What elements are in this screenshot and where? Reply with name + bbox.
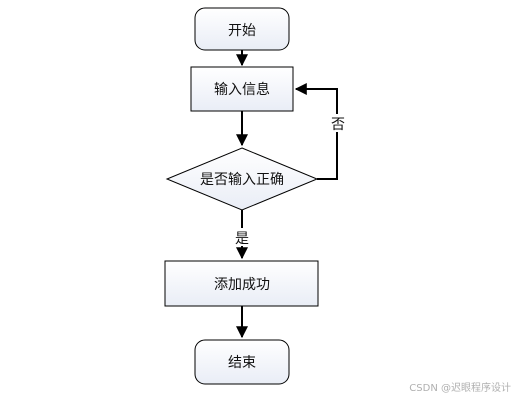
yes-label-background	[233, 228, 251, 246]
input-node-label: 输入信息	[214, 81, 270, 98]
input-node: 输入信息	[190, 66, 294, 112]
success-node-label: 添加成功	[214, 277, 270, 293]
success-node: 添加成功	[164, 260, 319, 307]
start-node-label: 开始	[228, 23, 256, 39]
end-node: 结束	[194, 339, 290, 385]
start-node: 开始	[194, 7, 290, 51]
decision-node: 是否输入正确	[165, 147, 319, 211]
edge-label-yes: 是	[235, 231, 249, 247]
decision-node-label: 是否输入正确	[200, 172, 284, 188]
edge-label-no: 否	[331, 117, 345, 133]
no-label-background	[330, 114, 346, 132]
end-node-label: 结束	[228, 355, 256, 371]
watermark-text: CSDN @迟眼程序设计	[409, 383, 511, 394]
arrow-decision-no-loop	[294, 83, 338, 180]
